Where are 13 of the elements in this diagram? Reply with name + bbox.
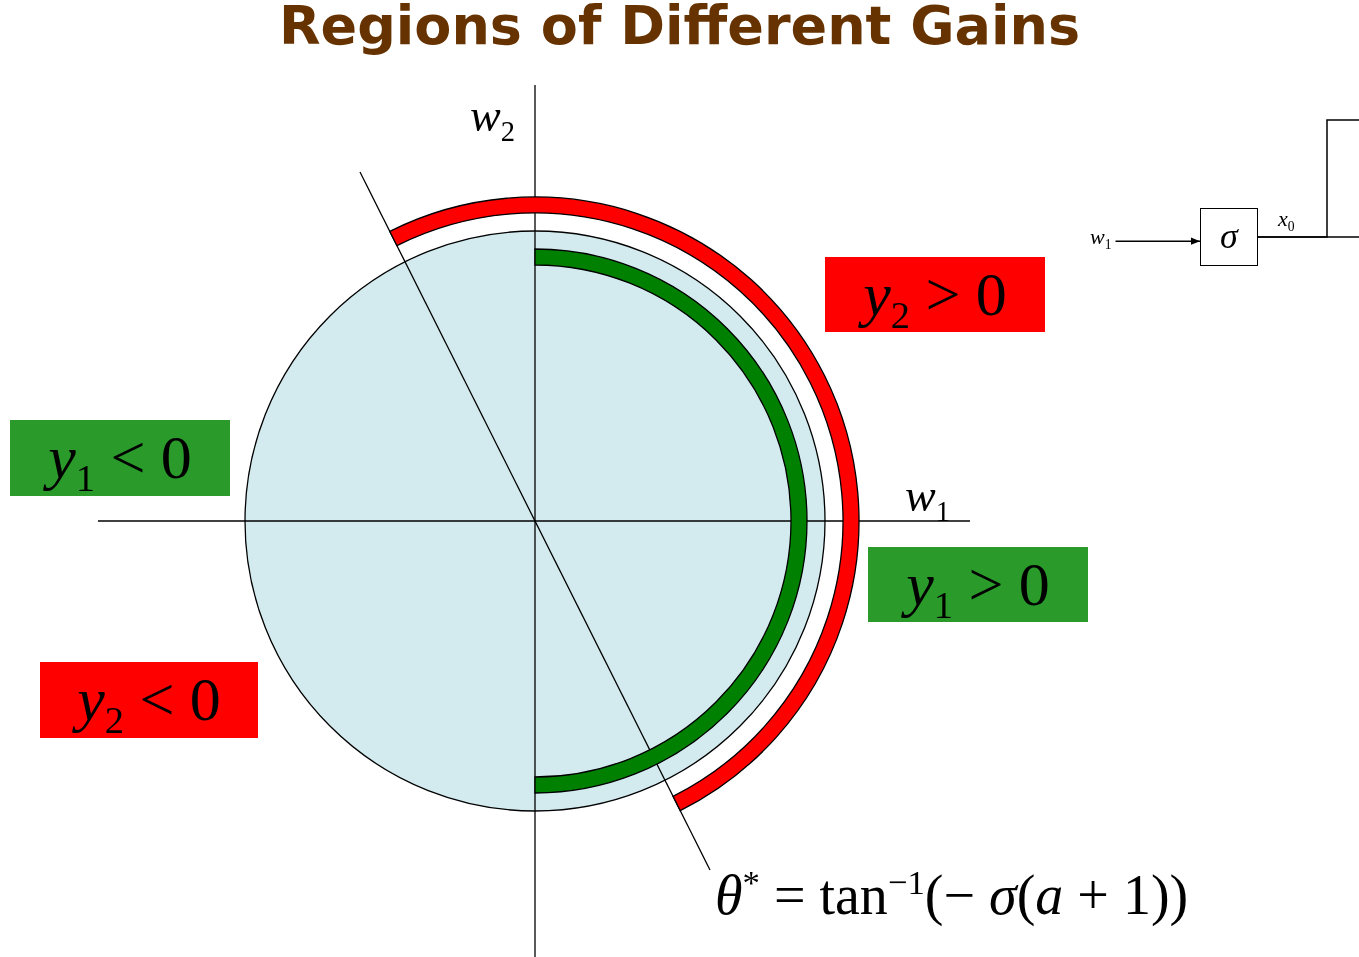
connector-line: [1114, 237, 1201, 245]
sigmoid-block: σ: [1200, 208, 1258, 266]
formula-text: θ$^{*}$ = tan$^{−1}$(− σ(a + 1)): [715, 862, 1189, 928]
condition-label: y$_{2}$ < 0: [40, 662, 258, 738]
input-label: w$_{1}$: [1090, 222, 1112, 261]
edge-label: x$_{0}$: [1278, 206, 1295, 237]
condition-label: y$_{1}$ > 0: [868, 547, 1088, 622]
axis-label: w$_{2}$: [470, 89, 515, 150]
condition-label: y$_{1}$ < 0: [10, 420, 230, 496]
condition-label: y$_{2}$ > 0: [825, 257, 1045, 332]
connector-line: [1257, 119, 1359, 238]
axis-label: w$_{1}$: [905, 469, 950, 530]
slide-title: Regions of Different Gains: [277, 0, 1082, 57]
